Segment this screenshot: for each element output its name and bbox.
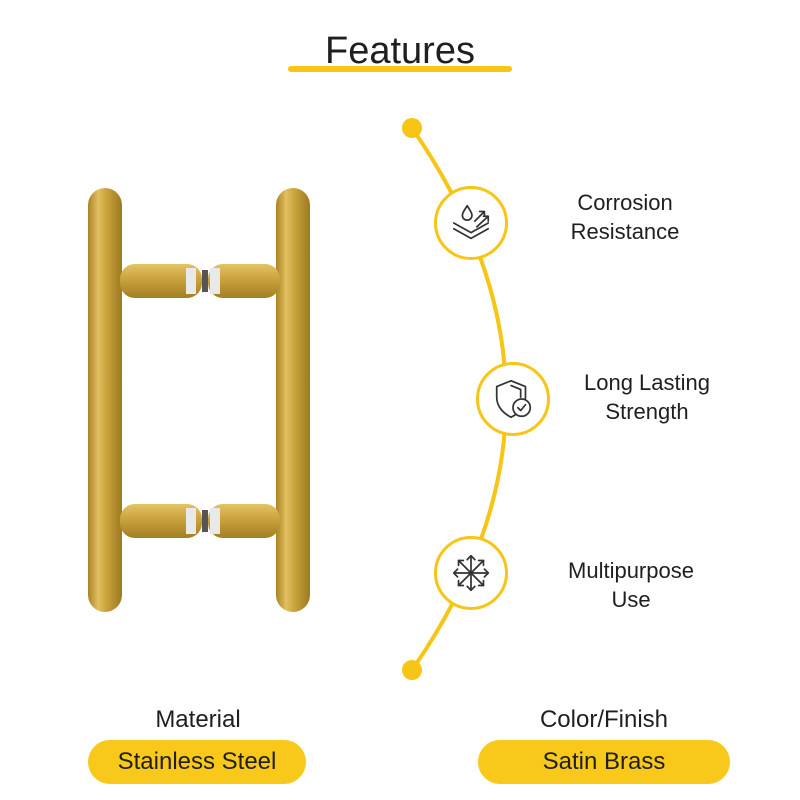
multidirection-arrows-icon <box>434 536 508 610</box>
spec-value-finish: Satin Brass <box>478 740 730 784</box>
title-underline <box>288 66 512 72</box>
spec-heading-material: Material <box>155 706 241 733</box>
shield-check-icon <box>476 362 550 436</box>
corrosion-resistance-icon <box>434 186 508 260</box>
spec-heading-finish: Color/Finish <box>539 706 669 733</box>
door-pull-handle-image <box>88 188 310 612</box>
feature-label-corrosion: Corrosion Resistance <box>570 190 680 244</box>
page-title: Features <box>325 30 475 72</box>
spec-value-material: Stainless Steel <box>88 740 306 784</box>
feature-label-strength: Long Lasting Strength <box>584 370 710 424</box>
feature-label-multipurpose: Multipurpose Use <box>568 558 694 612</box>
